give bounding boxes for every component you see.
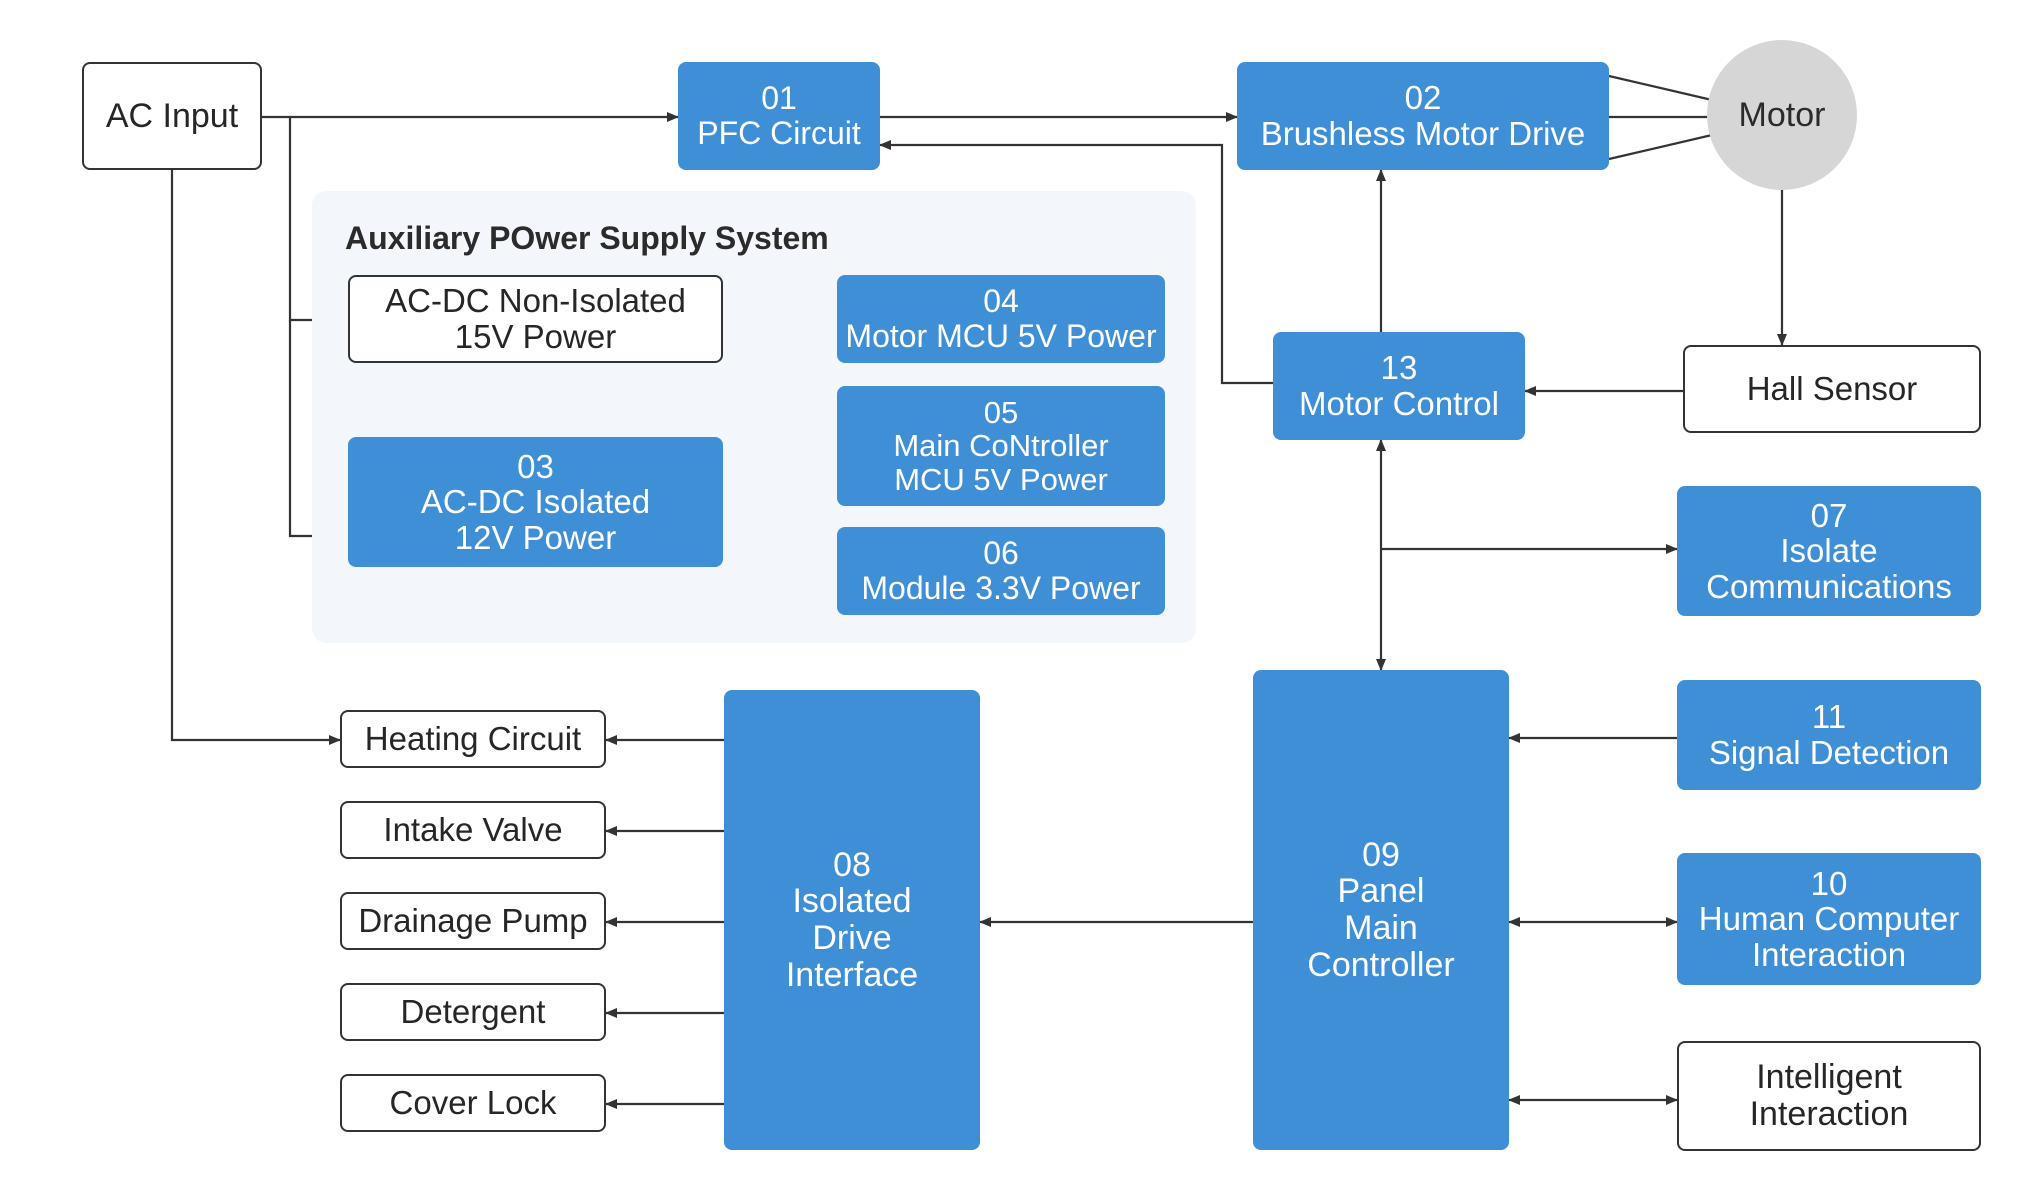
drive-iface-line-1: 08 [833,845,871,884]
detergent-line-1: Detergent [400,993,546,1031]
motorctrl-to-pfc-connector [879,140,1273,385]
intelligent-line-2: Interaction [1749,1095,1909,1133]
hci-line-3: Interaction [1751,935,1907,973]
panel-main-line-3: Main [1344,909,1418,947]
panel-main-line-1: 09 [1362,835,1400,874]
drainage-line-1: Drainage Pump [358,902,588,940]
pfc-line-2: PFC Circuit [697,115,861,151]
acdc-iso-line-1: 03 [517,447,554,485]
main-mcu-line-1: 05 [983,394,1019,430]
motor-control-line-1: 13 [1380,349,1418,387]
brushless-line-2: Brushless Motor Drive [1260,115,1586,152]
drainage-pump-box: Drainage Pump [340,892,606,950]
panel-main-line-4: Controller [1307,945,1455,984]
cover-line-1: Cover Lock [389,1084,557,1122]
brushless-motor-c-connector [1608,133,1713,161]
motor-circle: Motor [1707,40,1857,190]
hall-line-1: Hall Sensor [1746,370,1918,408]
heating-circuit-box: Heating Circuit [340,710,606,768]
isolate-comm-line-3: Communications [1706,567,1952,605]
panel-main-line-2: Panel [1337,872,1425,911]
hall-sensor-box: Hall Sensor [1683,345,1981,433]
motor-label: Motor [1738,95,1826,134]
ac-to-heating-connector [170,170,341,745]
module33-line-1: 06 [983,535,1019,572]
hci-line-2: Human Computer [1698,900,1960,938]
isolate-comm-line-1: 07 [1810,496,1848,534]
pfc-line-1: 01 [761,80,797,117]
main-mcu-line-3: MCU 5V Power [894,461,1108,497]
detergent-box: Detergent [340,983,606,1041]
motor-mcu-line-2: Motor MCU 5V Power [845,318,1157,354]
signal-line-1: 11 [1811,698,1847,736]
drive-iface-line-4: Interface [785,955,919,994]
motor-control-line-2: Motor Control [1299,385,1499,422]
intake-valve-box: Intake Valve [340,801,606,859]
motor-mcu-line-1: 04 [983,283,1019,320]
acdc-noniso-line-2: 15V Power [454,318,617,355]
drive-iface-line-2: Isolated [792,882,912,921]
signal-line-2: Signal Detection [1708,734,1950,771]
panel-title: Auxiliary POwer Supply System [345,220,829,256]
intake-line-1: Intake Valve [383,811,563,849]
acdc-iso-line-3: 12V Power [454,518,617,556]
acdc-iso-line-2: AC-DC Isolated [420,483,651,521]
brushless-motor-a-connector [1608,74,1713,102]
drive-iface-line-3: Drive [812,919,892,957]
heating-line-1: Heating Circuit [364,720,582,758]
brushless-line-1: 02 [1404,79,1442,117]
ac-input-box: AC Input [82,62,262,170]
ac-input-line-1: AC Input [105,96,239,135]
intelligent-line-1: Intelligent [1756,1058,1902,1097]
acdc-noniso-line-1: AC-DC Non-Isolated [385,282,686,320]
main-mcu-line-2: Main CoNtroller [893,428,1109,464]
cover-lock-box: Cover Lock [340,1074,606,1132]
module33-line-2: Module 3.3V Power [861,570,1141,606]
hci-line-1: 10 [1810,864,1848,902]
isolate-comm-line-2: Isolate [1780,532,1878,570]
